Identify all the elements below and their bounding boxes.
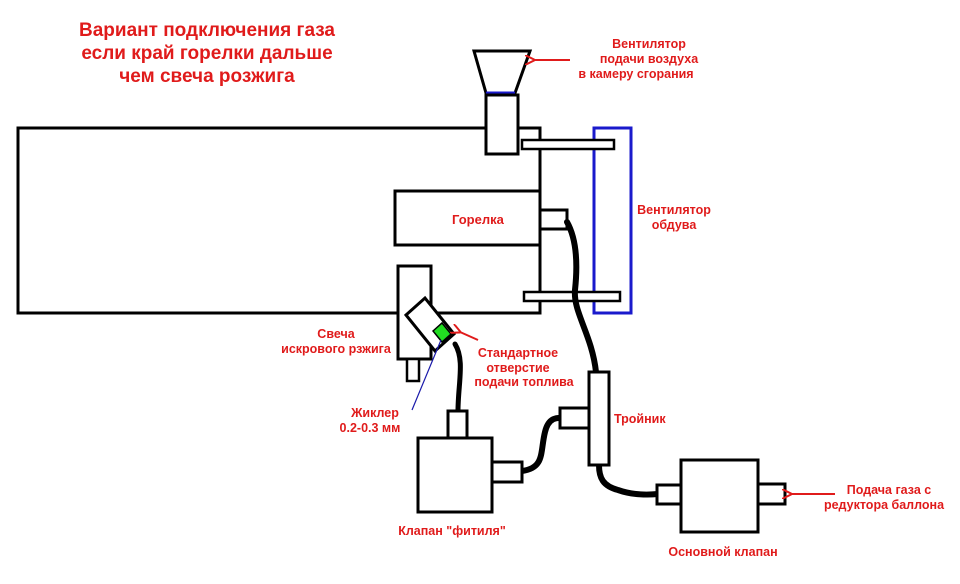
pilot-valve-outlet bbox=[490, 460, 524, 484]
jet-green bbox=[431, 321, 453, 344]
blow-fan-label-2: обдува bbox=[652, 218, 698, 232]
standard-hole-label-1: Стандартное bbox=[478, 346, 558, 360]
hose-pilot-to-valve bbox=[452, 341, 463, 414]
blow-fan-label-1: Вентилятор bbox=[637, 203, 711, 217]
main-valve-inlet bbox=[655, 483, 683, 506]
blow-fan bbox=[592, 126, 633, 315]
spark-plug-tip bbox=[405, 357, 421, 383]
burner-label: Горелка bbox=[452, 212, 505, 227]
spark-plug-label-2: искрового рзжига bbox=[281, 342, 392, 356]
mount-bar-top bbox=[520, 138, 616, 151]
burner bbox=[393, 189, 540, 247]
title-line-3: чем свеча розжига bbox=[119, 66, 295, 87]
pilot-valve-inlet bbox=[446, 409, 469, 440]
main-valve bbox=[679, 458, 760, 534]
tee-side-port bbox=[558, 406, 591, 430]
jet-label-1: Жиклер bbox=[350, 406, 399, 420]
pilot-valve-label: Клапан "фитиля" bbox=[398, 524, 506, 538]
main-valve-gas-port bbox=[756, 482, 787, 506]
air-fan-pipe bbox=[484, 93, 520, 156]
tee-label: Тройник bbox=[614, 412, 666, 426]
jet-pointer bbox=[411, 339, 442, 411]
hose-tee-to-main bbox=[596, 462, 661, 498]
air-fan-label-1: Вентилятор bbox=[612, 37, 686, 51]
gas-supply-label-2: редуктора баллона bbox=[824, 498, 945, 512]
hose-burner-to-tee bbox=[564, 219, 599, 375]
main-valve-label: Основной клапан bbox=[668, 545, 777, 559]
combustion-chamber bbox=[16, 126, 542, 315]
title-line-1: Вариант подключения газа bbox=[79, 20, 335, 41]
spark-plug-label-1: Свеча bbox=[317, 327, 355, 341]
standard-hole-label-3: подачи топлива bbox=[474, 375, 574, 389]
title-line-2: если край горелки дальше bbox=[81, 43, 332, 64]
air-fan-funnel bbox=[472, 49, 533, 95]
arrow-standard-hole bbox=[460, 332, 479, 341]
gas-supply-label-1: Подача газа с bbox=[847, 483, 931, 497]
air-fan-label-3: в камеру сгорания bbox=[578, 67, 693, 81]
air-fan-label-2: подачи воздуха bbox=[600, 52, 699, 66]
jet-label-2: 0.2-0.3 мм bbox=[340, 421, 401, 435]
pilot-valve bbox=[416, 436, 494, 514]
tee bbox=[587, 370, 611, 467]
burner-nozzle bbox=[538, 208, 569, 231]
standard-hole-label-2: отверстие bbox=[486, 361, 549, 375]
